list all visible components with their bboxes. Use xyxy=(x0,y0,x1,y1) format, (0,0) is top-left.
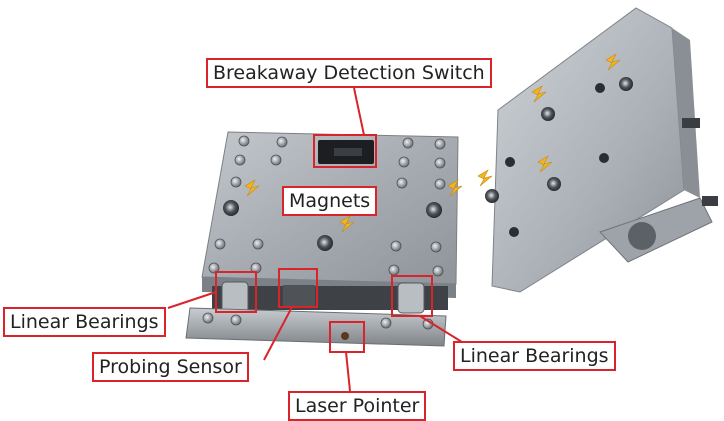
right-plate-holes xyxy=(505,83,609,237)
spark-icon xyxy=(447,179,463,197)
left-plate-magnets xyxy=(223,200,442,251)
right-module xyxy=(485,7,718,293)
spark-icon xyxy=(605,53,621,71)
linear-bearings-right-label: Linear Bearings xyxy=(453,341,616,371)
magnets-label: Magnets xyxy=(282,186,378,216)
right-bearing-leader-line xyxy=(419,315,463,343)
laser-pointer-lens xyxy=(341,332,349,340)
probing-sensor-label: Probing Sensor xyxy=(92,352,249,382)
probe-highlight-box xyxy=(278,268,318,308)
breakaway-switch-lever xyxy=(334,148,362,156)
right-bearing-highlight-box xyxy=(391,275,433,317)
right-standoff-top xyxy=(682,118,700,128)
linear-bearing-left-rod xyxy=(221,281,249,313)
left-plate-screws xyxy=(202,135,446,330)
right-plate-edge xyxy=(672,28,700,198)
spark-icon xyxy=(537,155,553,173)
right-bracket xyxy=(599,197,713,263)
right-plate-magnets xyxy=(485,77,633,203)
spark-icon xyxy=(244,179,260,197)
probe-leader-line xyxy=(263,306,293,361)
switch-highlight-box xyxy=(313,134,377,168)
laser-leader-line xyxy=(345,351,351,392)
front-bar xyxy=(185,307,447,347)
probe-body xyxy=(283,285,315,307)
left-bearing-leader-line xyxy=(167,291,217,309)
laser-pointer-label: Laser Pointer xyxy=(288,391,427,421)
breakaway-switch-label: Breakaway Detection Switch xyxy=(206,58,492,88)
magnet-spark-icons xyxy=(244,53,621,233)
switch-leader-line xyxy=(353,87,365,136)
right-bracket-hole xyxy=(628,222,656,250)
left-module xyxy=(185,131,459,347)
callout-markers xyxy=(167,87,463,392)
linear-bearings-left-label: Linear Bearings xyxy=(3,307,166,337)
spark-icon xyxy=(339,215,355,233)
spark-icon xyxy=(531,85,547,103)
linear-bearing-right-rod xyxy=(397,282,425,314)
right-standoff-bottom xyxy=(702,196,718,206)
spark-icon xyxy=(477,169,493,187)
